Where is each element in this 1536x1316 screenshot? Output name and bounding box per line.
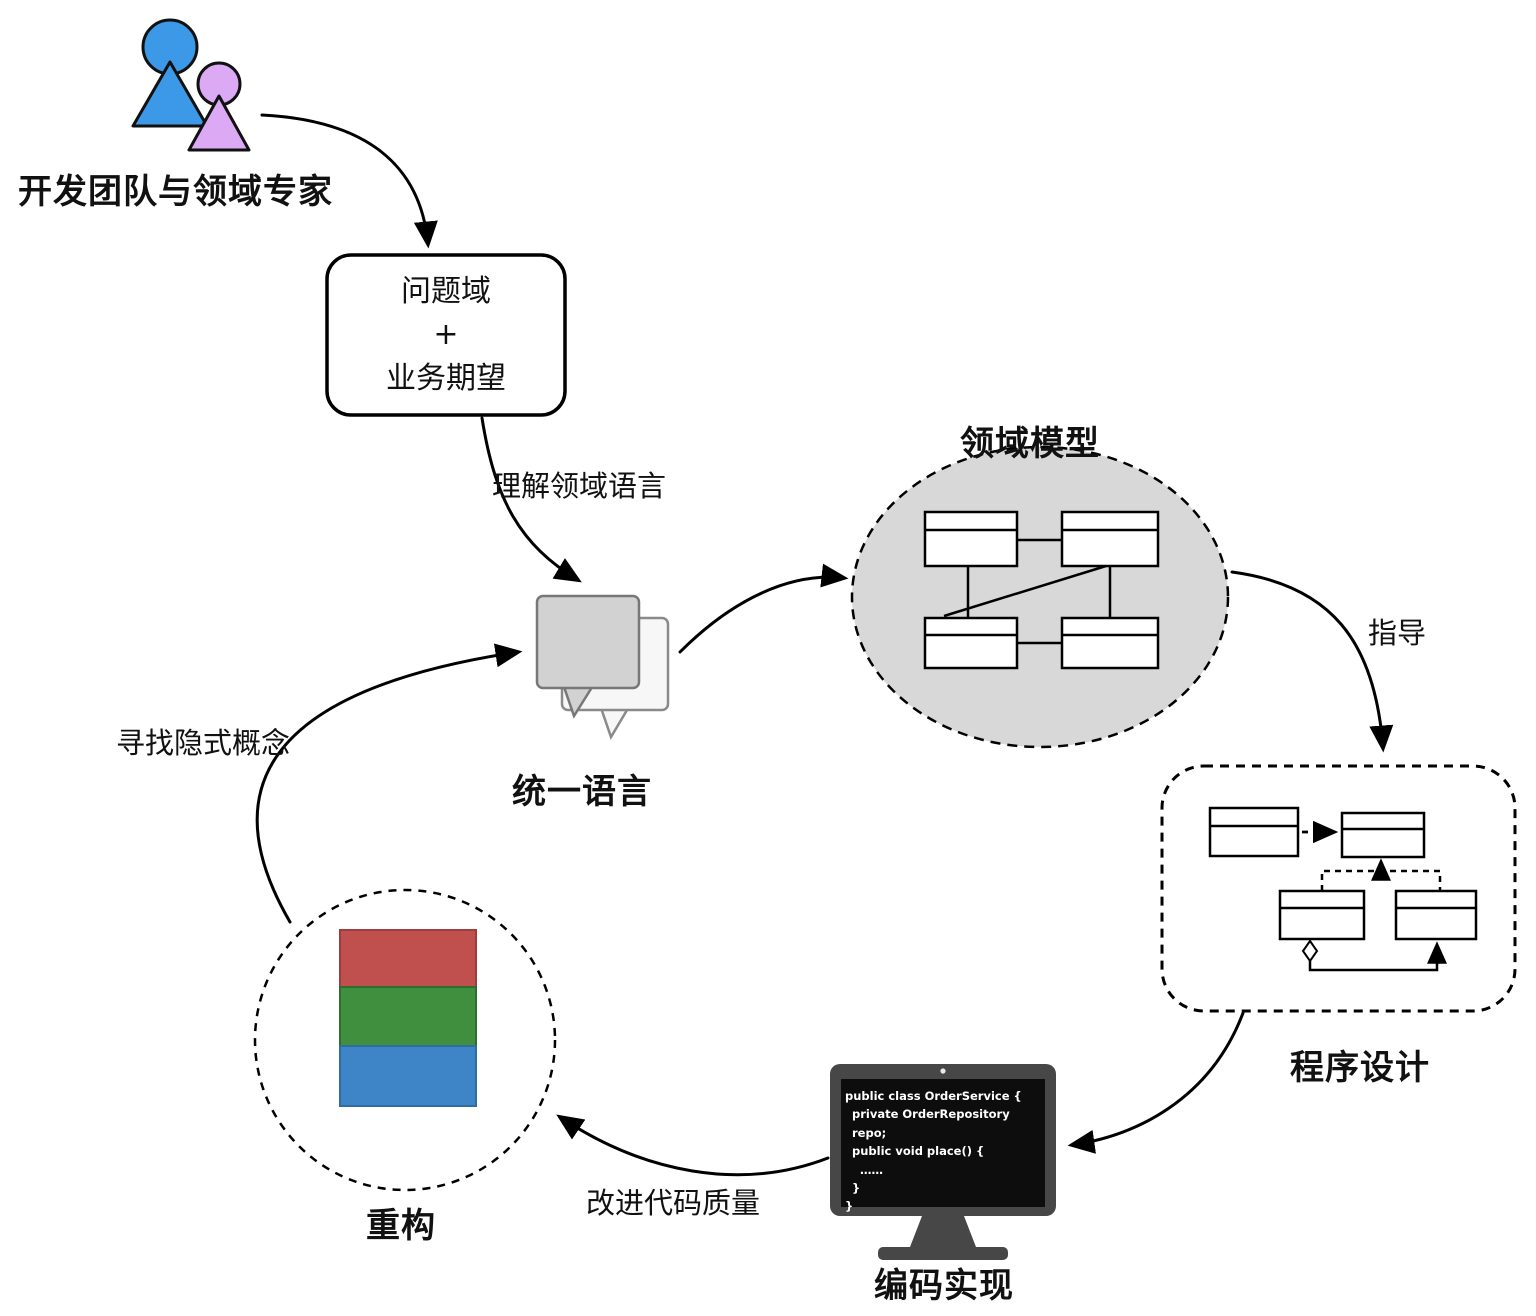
monitor-screen: [841, 1079, 1045, 1207]
camera-dot-icon: [940, 1068, 946, 1074]
refactor-bar-red: [339, 929, 477, 988]
aggregation-diamond: [1301, 939, 1319, 963]
uml-class-box: [1278, 889, 1366, 941]
person-purple-icon: [187, 61, 251, 152]
edge-label-guide: 指导: [1368, 616, 1427, 650]
code-line: }: [852, 1180, 861, 1195]
coding-label: 编码实现: [874, 1266, 1014, 1306]
uml-class-box: [1340, 811, 1426, 859]
program-design-label: 程序设计: [1290, 1048, 1430, 1088]
arrow-coding-to-refactor: [556, 1114, 830, 1177]
arrow-team-to-problem: [260, 113, 438, 249]
code-line: private OrderRepository repo;: [852, 1107, 1010, 1140]
edge-label-implicit: 寻找隐式概念: [116, 726, 291, 760]
code-line: }: [845, 1199, 854, 1214]
speech-bubbles-icon: [535, 594, 670, 740]
monitor-stand: [910, 1216, 976, 1247]
monitor-base: [878, 1247, 1008, 1260]
arrow-design-to-coding: [1067, 1011, 1245, 1154]
code-snippet: public class OrderService { private Orde…: [845, 1087, 1041, 1216]
monitor-icon: [830, 1064, 1056, 1260]
uml-connectors: [943, 538, 1112, 645]
speech-bubble-front: [535, 594, 641, 719]
code-line: ……: [860, 1162, 883, 1177]
refactor-label: 重构: [366, 1206, 436, 1246]
arrow-language-to-model: [678, 563, 849, 654]
team-label: 开发团队与领域专家: [18, 172, 333, 212]
arrow-model-to-design: [1230, 570, 1394, 753]
code-line: public void place() {: [852, 1144, 985, 1159]
problem-domain-box: [325, 253, 567, 417]
refactor-bar-green: [339, 986, 477, 1047]
uml-class-box: [923, 510, 1019, 568]
uml-class-box: [1208, 806, 1300, 858]
arrow-problem-to-language: [480, 416, 582, 583]
problem-box-line2: +: [433, 317, 459, 353]
ubiquitous-language-label: 统一语言: [512, 772, 652, 812]
arrow-refactor-to-language: [255, 643, 523, 924]
edge-label-understand: 理解领域语言: [492, 469, 667, 503]
uml-relations: [1302, 820, 1447, 972]
refactor-bar-blue: [339, 1045, 477, 1107]
domain-model-label: 领域模型: [960, 424, 1100, 464]
team-icon: [131, 18, 251, 152]
uml-class-box: [1060, 616, 1160, 670]
person-blue-icon: [131, 18, 209, 128]
uml-class-box: [1394, 889, 1478, 941]
problem-box-text: 问题域 + 业务期望: [327, 255, 565, 415]
problem-box-line3: 业务期望: [386, 360, 506, 396]
uml-class-box: [1060, 510, 1160, 568]
uml-class-box: [923, 616, 1019, 670]
problem-box-line1: 问题域: [401, 273, 491, 309]
refactor-circle: [253, 888, 557, 1192]
domain-model-ellipse: [850, 445, 1230, 749]
edge-label-improve: 改进代码质量: [586, 1186, 761, 1220]
program-design-box: [1160, 764, 1517, 1013]
code-line: public class OrderService {: [845, 1089, 1022, 1103]
